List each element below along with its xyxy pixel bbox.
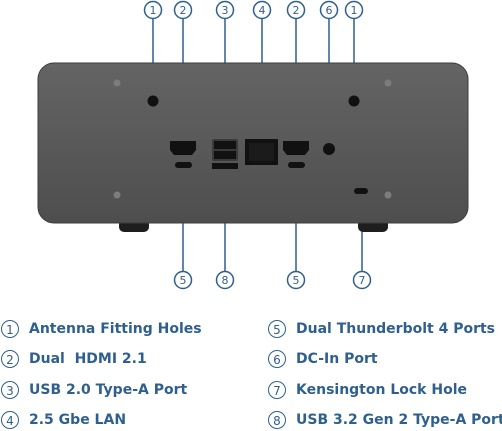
legend-number: 7 bbox=[268, 381, 286, 399]
bottom-callout-1: 5 bbox=[180, 274, 187, 287]
legend-label: 2.5 Gbe LAN bbox=[29, 412, 127, 428]
thunderbolt-port-left bbox=[175, 162, 192, 168]
bottom-callout-3: 5 bbox=[293, 274, 300, 287]
legend-label: DC-In Port bbox=[296, 351, 378, 367]
legend-number: 6 bbox=[268, 350, 286, 368]
legend-item-6: 6 DC-In Port bbox=[268, 348, 378, 370]
thunderbolt-port-right bbox=[288, 162, 305, 168]
top-callout-4: 4 bbox=[259, 4, 266, 17]
top-callout-1: 1 bbox=[150, 4, 157, 17]
legend-item-7: 7 Kensington Lock Hole bbox=[268, 379, 467, 401]
dc-in-port bbox=[323, 143, 335, 155]
bottom-callout-4: 7 bbox=[359, 274, 366, 287]
legend-label: Antenna Fitting Holes bbox=[29, 321, 202, 337]
legend-label: Dual HDMI 2.1 bbox=[29, 351, 147, 367]
legend-number: 1 bbox=[1, 320, 19, 338]
device-rear-diagram: 1 2 3 4 2 6 1 5 8 5 7 bbox=[37, 0, 469, 290]
usb2-ports bbox=[212, 139, 238, 161]
legend-label: Dual Thunderbolt 4 Ports bbox=[296, 321, 496, 337]
top-callout-5: 2 bbox=[293, 4, 300, 17]
legend-item-2: 2 Dual HDMI 2.1 bbox=[1, 348, 147, 370]
legend-number: 8 bbox=[268, 411, 286, 429]
legend-item-1: 1 Antenna Fitting Holes bbox=[1, 318, 202, 340]
hdmi-port-right bbox=[283, 141, 309, 155]
legend-number: 3 bbox=[1, 381, 19, 399]
top-callout-2: 2 bbox=[180, 4, 187, 17]
top-callout-3: 3 bbox=[222, 4, 229, 17]
top-callouts bbox=[143, 0, 364, 20]
legend-label: USB 2.0 Type-A Port bbox=[29, 382, 188, 398]
legend-item-8: 8 USB 3.2 Gen 2 Type-A Port bbox=[268, 409, 502, 431]
legend-label: USB 3.2 Gen 2 Type-A Port bbox=[296, 412, 502, 428]
top-callout-6: 6 bbox=[326, 4, 333, 17]
antenna-hole-right bbox=[348, 95, 360, 107]
bottom-callouts bbox=[173, 270, 372, 290]
legend-number: 2 bbox=[1, 350, 19, 368]
kensington-lock-hole bbox=[354, 188, 368, 194]
top-callout-7: 1 bbox=[351, 4, 358, 17]
legend-item-4: 4 2.5 Gbe LAN bbox=[1, 409, 126, 431]
lan-port bbox=[245, 139, 278, 165]
legend-item-5: 5 Dual Thunderbolt 4 Ports bbox=[268, 318, 495, 340]
legend-number: 4 bbox=[1, 411, 19, 429]
bottom-callout-2: 8 bbox=[222, 274, 229, 287]
legend-label: Kensington Lock Hole bbox=[296, 382, 467, 398]
hdmi-port-left bbox=[170, 141, 196, 155]
antenna-hole-left bbox=[147, 95, 159, 107]
screw-holes bbox=[113, 79, 392, 199]
legend-item-3: 3 USB 2.0 Type-A Port bbox=[1, 379, 187, 401]
legend-number: 5 bbox=[268, 320, 286, 338]
usb32-port bbox=[212, 163, 238, 169]
